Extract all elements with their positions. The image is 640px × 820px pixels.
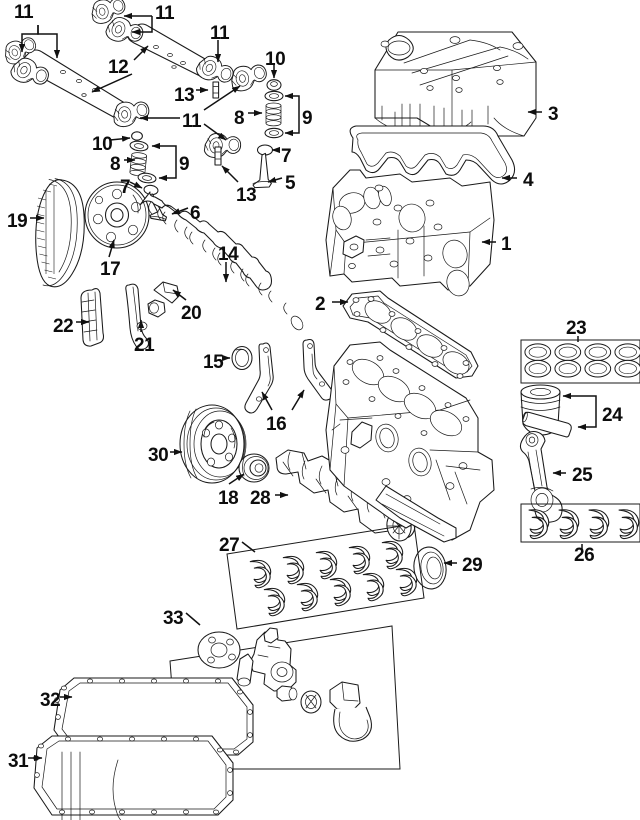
- callout-11-b: 11: [155, 3, 175, 24]
- callout-25: 25: [572, 465, 593, 486]
- crankshaft-pulley: [179, 404, 247, 484]
- callout-4: 4: [523, 170, 534, 191]
- callout-20: 20: [181, 303, 202, 324]
- callout-15: 15: [203, 352, 224, 373]
- oil-pump-assembly: [169, 625, 401, 770]
- callout-21: 21: [134, 335, 155, 356]
- callout-2: 2: [315, 294, 326, 315]
- callout-29: 29: [462, 555, 483, 576]
- callout-22: 22: [53, 316, 74, 337]
- callout-10-a: 10: [265, 49, 286, 70]
- callout-13-b: 13: [236, 185, 257, 206]
- valve-cover: [374, 31, 537, 137]
- valve-cover-gasket: [349, 125, 516, 185]
- callout-30: 30: [148, 445, 169, 466]
- timing-belt: [35, 178, 85, 288]
- cylinder-head: [325, 169, 495, 297]
- camshaft: [139, 191, 304, 331]
- callout-5: 5: [285, 173, 296, 194]
- valve-assembly-right: [252, 79, 284, 189]
- oil-pan: [33, 735, 234, 820]
- rocker-arm-g: [112, 100, 151, 128]
- callout-13-a: 13: [174, 85, 195, 106]
- main-bearing-set: [226, 523, 425, 630]
- callout-23: 23: [566, 318, 587, 339]
- piston-pin: [522, 411, 572, 438]
- callout-28: 28: [250, 488, 271, 509]
- callout-9-a: 9: [302, 108, 313, 129]
- rocker-arm-h: [203, 131, 243, 162]
- camshaft-position-sensor: [147, 281, 180, 318]
- callout-1: 1: [501, 234, 512, 255]
- crankshaft-sprocket: [238, 453, 270, 483]
- callout-18: 18: [218, 488, 239, 509]
- callout-16: 16: [266, 414, 287, 435]
- camshaft-sprocket: [84, 181, 150, 249]
- callout-7-b: 7: [120, 177, 131, 198]
- callout-14: 14: [218, 244, 239, 265]
- callout-11-a: 11: [14, 2, 34, 23]
- callout-6: 6: [190, 203, 201, 224]
- connecting-rod: [519, 430, 563, 523]
- callout-17: 17: [100, 259, 121, 280]
- camshaft-seal: [231, 345, 253, 371]
- head-gasket: [342, 290, 479, 379]
- rear-main-seal: [413, 546, 447, 590]
- callout-8-b: 8: [110, 154, 121, 175]
- timing-belt-guide-b: [302, 338, 334, 401]
- callout-19: 19: [7, 211, 28, 232]
- callout-10-b: 10: [92, 134, 113, 155]
- callout-26: 26: [574, 545, 595, 566]
- callout-7-a: 7: [281, 146, 292, 167]
- callout-33: 33: [163, 608, 184, 629]
- callout-3: 3: [548, 104, 559, 125]
- valve-keeper-a: [212, 81, 220, 99]
- tensioner-spring: [80, 288, 105, 347]
- cylinder-block: [325, 341, 495, 543]
- callout-12: 12: [108, 57, 129, 78]
- callout-27: 27: [219, 535, 240, 556]
- rocker-arm-f: [229, 62, 269, 93]
- piston-ring-set: [520, 339, 640, 384]
- callout-11-d: 11: [182, 111, 202, 132]
- timing-belt-guide-a: [244, 342, 274, 414]
- callout-9-b: 9: [179, 154, 190, 175]
- callout-24: 24: [602, 405, 623, 426]
- callout-32: 32: [40, 690, 61, 711]
- valve-keeper-b: [214, 146, 222, 166]
- rod-bearing-set: [520, 503, 640, 543]
- callout-11-c: 11: [210, 23, 230, 44]
- callout-31: 31: [8, 751, 29, 772]
- callout-8-a: 8: [234, 108, 245, 129]
